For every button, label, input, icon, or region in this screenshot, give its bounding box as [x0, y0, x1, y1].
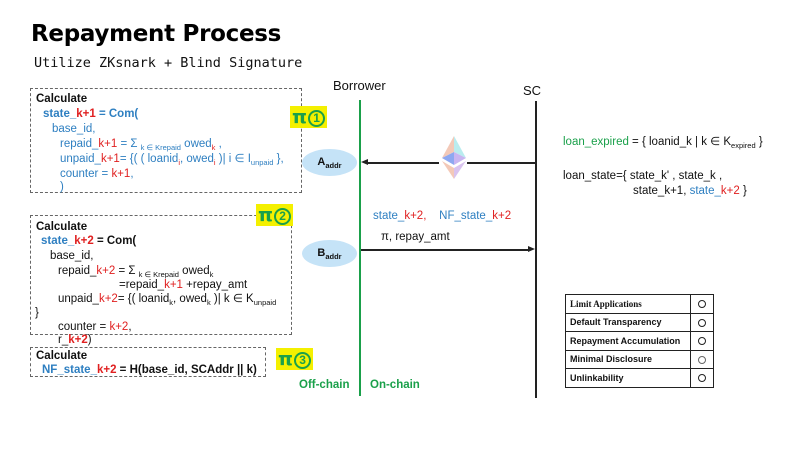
ethereum-icon: [442, 136, 466, 179]
property-label: Minimal Disclosure: [565, 349, 691, 369]
circle-icon: [698, 318, 706, 327]
actor-sc: SC: [523, 83, 542, 98]
message-states: state_k+2, NF_state_k+2: [373, 210, 512, 222]
circle-icon: [698, 337, 706, 346]
calc-box-nf-state: Calculate NF_state_k+2 = H(base_id, SCAd…: [30, 347, 266, 377]
property-mark: [690, 294, 714, 314]
page-subtitle: Utilize ZKsnark + Blind Signature: [34, 55, 303, 71]
state-k2-formula: state_k+2 = Com(: [41, 235, 137, 247]
unpaid-formula: unpaid_k+2= {( loanidk, owedk )| k ∈ Kun…: [58, 293, 277, 307]
table-row: Minimal Disclosure: [565, 349, 714, 369]
property-label: Default Transparency: [565, 312, 691, 332]
off-chain-label: Off-chain: [299, 379, 350, 391]
r-formula: r_k+2): [58, 334, 92, 346]
page-title: Repayment Process: [31, 21, 282, 47]
table-row: Default Transparency: [565, 312, 714, 332]
calc-heading: Calculate: [36, 93, 88, 105]
state-k1-formula: state_k+1 = Com(: [43, 108, 139, 120]
loan-state-line2: state_k+1, state_k+2 }: [633, 185, 747, 197]
property-mark: [690, 368, 714, 388]
circled-number: 1: [308, 110, 326, 127]
property-mark: [690, 331, 714, 351]
table-row: Limit Applications: [565, 294, 714, 314]
sc-lifeline: [535, 101, 537, 398]
property-label: Unlinkability: [565, 368, 691, 388]
table-row: Repayment Accumulation: [565, 331, 714, 351]
submit-arrow: [361, 249, 529, 251]
repaid-formula: repaid_k+1 = Σ k ∈ Krepaid owedk ,: [60, 138, 222, 152]
properties-table: Limit Applications Default Transparency …: [565, 294, 714, 388]
actor-borrower: Borrower: [333, 78, 386, 93]
borrower-lifeline: [359, 100, 361, 396]
loan-expired-set: loan_expired = { loanid_k | k ∈ Kexpired…: [563, 136, 763, 150]
circled-number: 3: [294, 352, 312, 369]
closing-paren: ): [60, 181, 64, 193]
repaid-increment: =repaid_k+1 +repay_amt: [119, 279, 248, 291]
arrowhead: [528, 246, 535, 252]
property-label: Repayment Accumulation: [565, 331, 691, 351]
counter-formula: counter = k+1,: [60, 168, 134, 180]
circle-icon: [698, 300, 706, 309]
counter-formula: counter = k+2,: [58, 321, 132, 333]
base-id: base_id,: [50, 250, 94, 262]
property-mark: [690, 349, 714, 369]
table-row: Unlinkability: [565, 368, 714, 388]
circle-icon: [698, 374, 706, 383]
closing-brace: }: [35, 307, 39, 319]
circle-icon: [698, 355, 706, 364]
address-b-bubble: Baddr: [302, 240, 357, 267]
message-proof-amount: π, repay_amt: [381, 231, 450, 243]
return-arrow-left: [367, 162, 439, 164]
return-arrow-right: [467, 162, 536, 164]
address-a-bubble: Aaddr: [302, 149, 357, 176]
circled-number: 2: [274, 208, 292, 225]
property-label: Limit Applications: [565, 294, 691, 314]
calc-box-state-k2: Calculate state_k+2 = Com( base_id, repa…: [30, 215, 292, 346]
property-mark: [690, 312, 714, 332]
unpaid-formula: unpaid_k+1= {( ( loanidi, owedi )| i ∈ I…: [60, 153, 284, 167]
on-chain-label: On-chain: [370, 379, 420, 391]
calc-box-state-k1: Calculate state_k+1 = Com( base_id, repa…: [30, 88, 302, 193]
calc-heading: Calculate: [36, 350, 88, 362]
calc-heading: Calculate: [36, 221, 88, 233]
nf-state-formula: NF_state_k+2 = H(base_id, SCAddr || k): [42, 364, 257, 376]
loan-state-line1: loan_state={ state_k' , state_k ,: [563, 170, 723, 182]
arrowhead: [361, 159, 368, 165]
repaid-formula: repaid_k+2 = Σ k ∈ Krepaid owedk: [58, 265, 214, 279]
base-id: base_id,: [52, 123, 96, 135]
